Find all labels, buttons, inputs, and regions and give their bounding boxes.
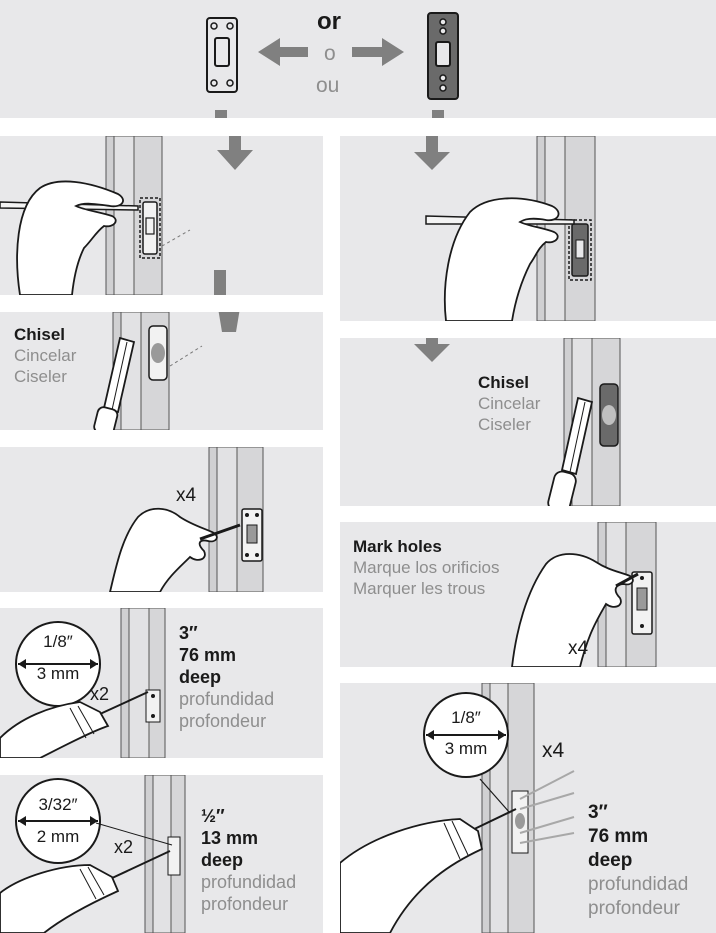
chisel-title: Chisel <box>14 325 66 344</box>
chisel-label: Chisel Cincelar Ciseler <box>478 372 540 435</box>
arrow-icon <box>258 38 404 66</box>
bit-size-inch: 1/8″ <box>43 632 73 651</box>
arrow-icon <box>215 110 444 118</box>
right-chisel-panel: Chisel Cincelar Ciseler <box>340 338 716 506</box>
chisel-illustration <box>93 312 240 430</box>
strike-plate-icon <box>206 17 238 93</box>
drill-icon <box>0 850 171 933</box>
hand-icon <box>511 553 634 667</box>
header-panel: or o ou <box>0 0 716 118</box>
depth-fr: profondeur <box>201 894 289 914</box>
left-chisel-panel: Chisel Cincelar Ciseler <box>0 312 323 430</box>
drill-illustration <box>0 608 166 758</box>
drill-count: x2 <box>90 684 110 704</box>
mark-es: Marque los orificios <box>353 558 500 577</box>
drill-count: x2 <box>114 837 134 857</box>
depth-deep: deep <box>179 667 222 687</box>
drill-icon <box>0 691 149 758</box>
o-label: o <box>324 42 336 65</box>
strike-plate-icon <box>568 219 592 281</box>
mark-count: x4 <box>176 485 197 506</box>
arrow-icon <box>414 338 450 362</box>
drill-icon <box>340 778 517 933</box>
left-trace-panel <box>0 136 323 295</box>
chisel-es: Cincelar <box>14 346 77 365</box>
depth-in: ½″ <box>201 806 225 826</box>
chisel-fr: Ciseler <box>478 415 531 434</box>
depth-es: profundidad <box>201 872 297 892</box>
chisel-illustration <box>414 338 621 506</box>
arrow-icon <box>202 270 242 295</box>
chisel-title: Chisel <box>478 373 530 392</box>
strike-plate-icon <box>241 508 263 562</box>
right-mark-panel: Mark holes Marque los orificios Marquer … <box>340 522 716 667</box>
chisel-fr: Ciseler <box>14 367 67 386</box>
arrow-icon <box>414 136 450 170</box>
mark-fr: Marquer les trous <box>353 579 486 598</box>
right-trace-panel <box>340 136 716 321</box>
depth-in: 3″ <box>179 623 198 643</box>
depth-fr: profondeur <box>588 898 680 919</box>
depth-in: 3″ <box>588 802 608 823</box>
depth-fr: profondeur <box>179 711 267 731</box>
strike-plate-icon <box>139 197 161 259</box>
bit-size-inch: 1/8″ <box>451 708 481 727</box>
mark-count: x4 <box>568 638 589 659</box>
drill-illustration <box>340 683 575 933</box>
bit-size-mm: 3 mm <box>444 739 488 758</box>
strike-plate-icon <box>427 12 459 100</box>
right-drill-panel: 1/8″ 3 mm x4 3″ 76 mm deep profundidad p… <box>340 683 716 933</box>
depth-es: profundidad <box>588 874 689 895</box>
mark-holes-illustration <box>511 522 657 667</box>
strike-plate-options-illustration <box>206 12 459 118</box>
depth-mm: 13 mm <box>201 828 259 848</box>
hand-icon <box>443 197 560 321</box>
left-drill1-panel: 1/8″ 3 mm x2 3″ 76 mm deep profundidad p… <box>0 608 323 758</box>
or-label: or <box>317 8 341 35</box>
chisel-label: Chisel Cincelar Ciseler <box>14 324 76 387</box>
depth-es: profundidad <box>179 689 275 709</box>
depth-deep: deep <box>201 850 244 870</box>
depth-mm: 76 mm <box>588 826 649 847</box>
hand-icon <box>16 180 124 295</box>
mark-holes-illustration <box>109 447 264 592</box>
depth-deep: deep <box>588 850 633 871</box>
depth-label: ½″ 13 mm deep profundidad profondeur <box>201 805 296 915</box>
depth-label: 3″ 76 mm deep profundidad profondeur <box>179 622 274 732</box>
trace-plate-illustration <box>0 136 191 295</box>
mark-holes-label: Mark holes Marque los orificios Marquer … <box>353 536 499 599</box>
bit-size-inch: 3/32″ <box>38 795 78 814</box>
chisel-icon <box>93 336 136 430</box>
trace-plate-illustration <box>414 136 596 321</box>
mark-title: Mark holes <box>353 537 442 556</box>
drill-count: x4 <box>542 739 565 762</box>
left-drill2-panel: 3/32″ 2 mm x2 ½″ 13 mm deep profundidad … <box>0 775 323 933</box>
chisel-es: Cincelar <box>478 394 541 413</box>
left-mark-panel: x4 <box>0 447 323 592</box>
drill-illustration <box>0 775 186 933</box>
ou-label: ou <box>316 74 340 97</box>
depth-label: 3″ 76 mm deep profundidad profondeur <box>588 801 688 921</box>
arrow-icon <box>215 136 255 177</box>
depth-mm: 76 mm <box>179 645 237 665</box>
bit-size-mm: 2 mm <box>36 827 80 846</box>
bit-size-mm: 3 mm <box>36 664 80 683</box>
strike-plate-icon <box>631 571 653 635</box>
chisel-icon <box>547 396 594 506</box>
hand-icon <box>109 507 218 592</box>
